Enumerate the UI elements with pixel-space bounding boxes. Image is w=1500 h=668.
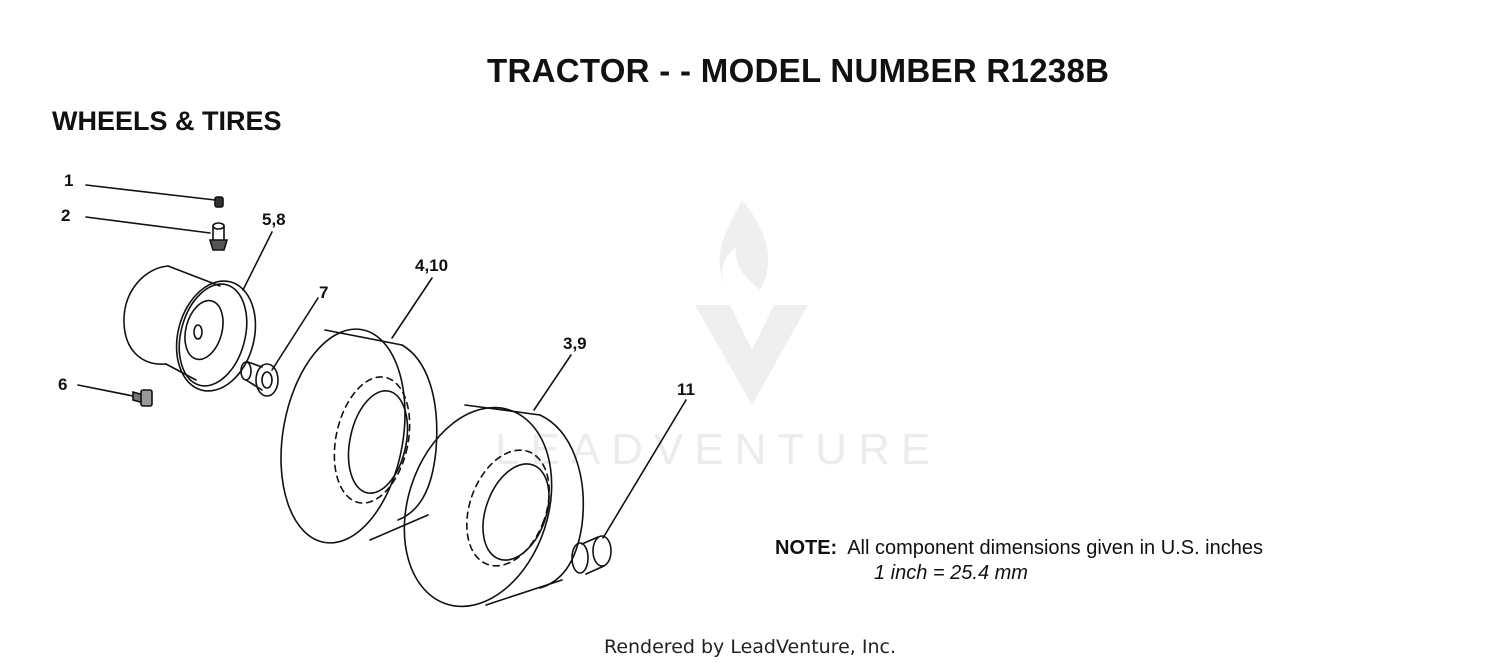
leader-lines	[77, 184, 687, 539]
watermark-text: LEADVENTURE	[495, 425, 942, 474]
callout-4-10: 4,10	[415, 256, 449, 275]
callout-5-8: 5,8	[262, 210, 286, 229]
callout-1: 1	[64, 171, 74, 190]
rear-tire-part	[403, 404, 584, 608]
callout-11: 11	[677, 380, 695, 399]
valve-cap-part	[214, 196, 224, 208]
callout-3-9: 3,9	[563, 334, 587, 353]
note-label: NOTE:	[775, 537, 838, 559]
lug-screw-part	[132, 389, 153, 407]
note-text: All component dimensions given in U.S. i…	[847, 537, 1263, 559]
front-tire-part	[280, 328, 438, 544]
wheel-rim-part	[123, 265, 257, 392]
footer-credit: Rendered by LeadVenture, Inc.	[603, 636, 897, 658]
callout-6: 6	[58, 375, 68, 394]
sleeve-part	[571, 535, 612, 575]
note-conversion: 1 inch = 25.4 mm	[874, 562, 1028, 584]
valve-stem-part	[208, 222, 229, 251]
callout-7: 7	[319, 283, 329, 302]
section-title: WHEELS & TIRES	[52, 106, 282, 136]
callout-2: 2	[61, 206, 71, 225]
bushing-part	[240, 361, 279, 397]
dimension-note: NOTE: All component dimensions given in U…	[775, 537, 1263, 560]
page-title: TRACTOR - - MODEL NUMBER R1238B	[487, 52, 1110, 89]
